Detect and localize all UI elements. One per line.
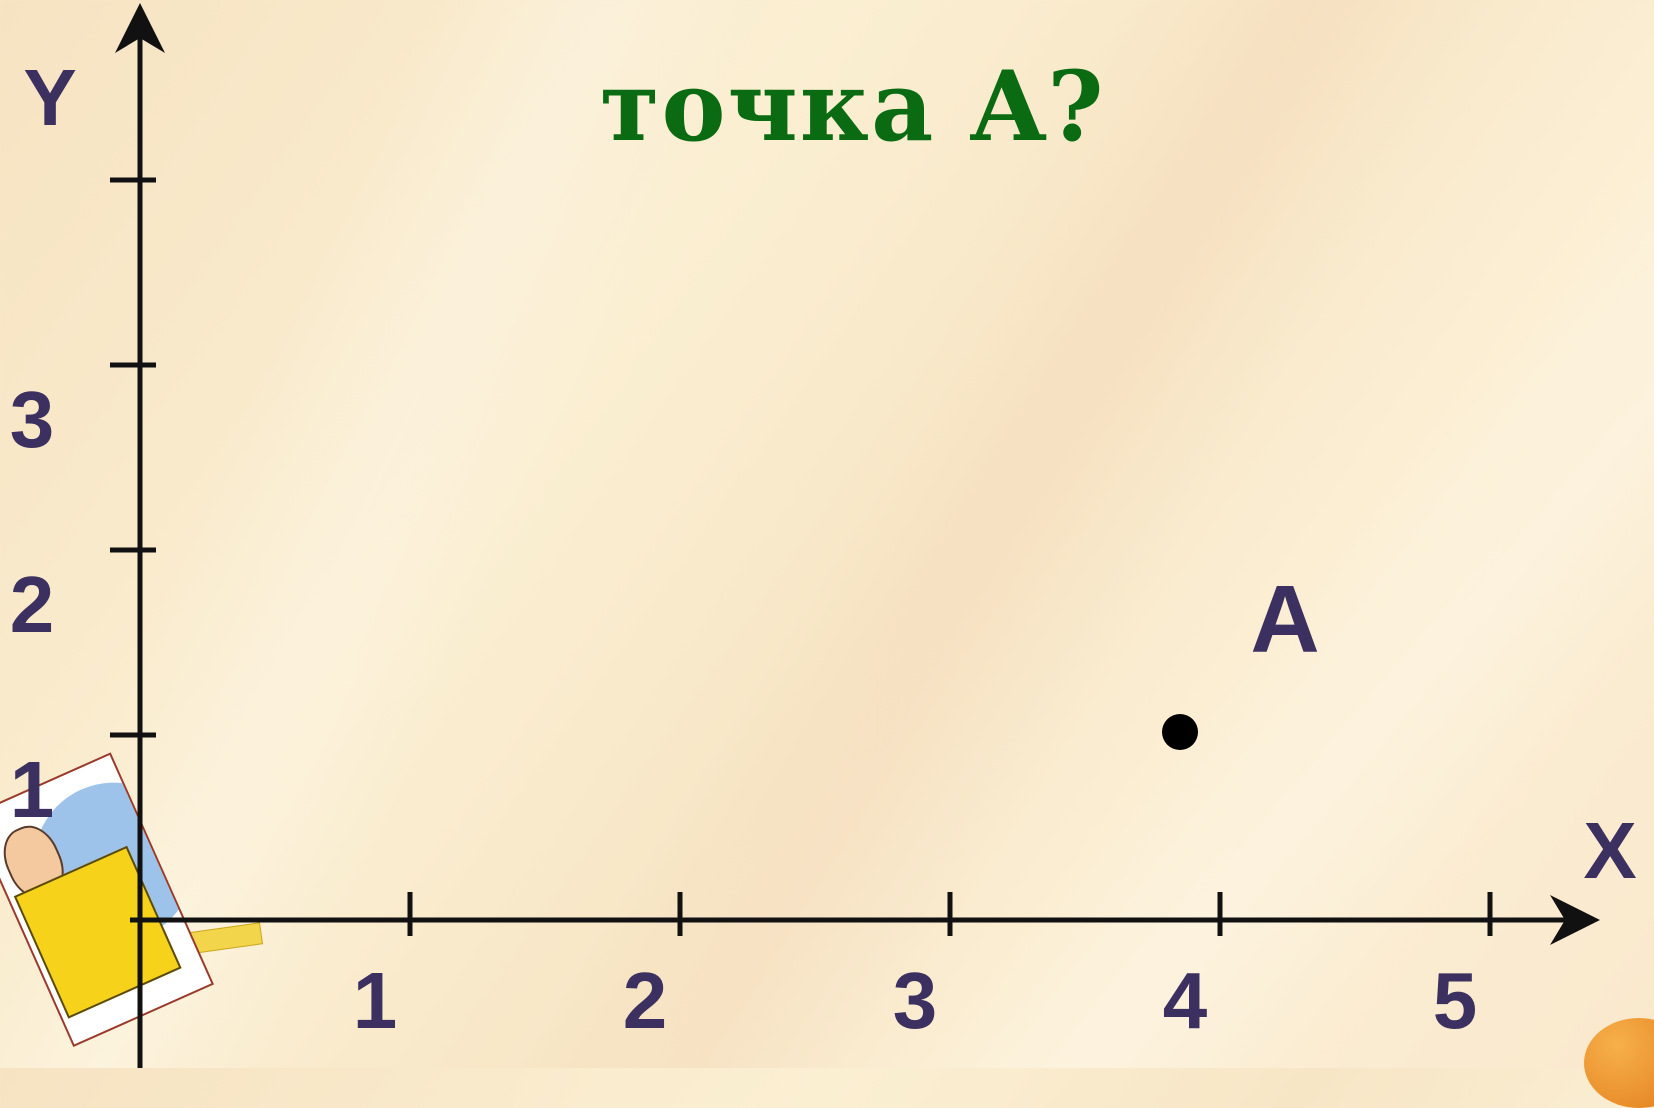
x-tick-label: 3 bbox=[893, 956, 938, 1045]
x-tick-label: 1 bbox=[353, 956, 398, 1045]
point-label-A: A bbox=[1250, 566, 1319, 673]
page-title: точка A? bbox=[600, 50, 1106, 163]
x-tick-label: 4 bbox=[1163, 956, 1208, 1045]
x-tick-label: 5 bbox=[1433, 956, 1478, 1045]
point-A bbox=[1162, 714, 1198, 750]
x-axis-label: X bbox=[1583, 806, 1636, 895]
y-axis-label: Y bbox=[23, 53, 76, 142]
y-tick-label: 2 bbox=[10, 560, 55, 649]
x-tick-label: 2 bbox=[623, 956, 668, 1045]
y-tick-label: 3 bbox=[10, 375, 55, 464]
y-tick-label: 1 bbox=[10, 745, 55, 834]
